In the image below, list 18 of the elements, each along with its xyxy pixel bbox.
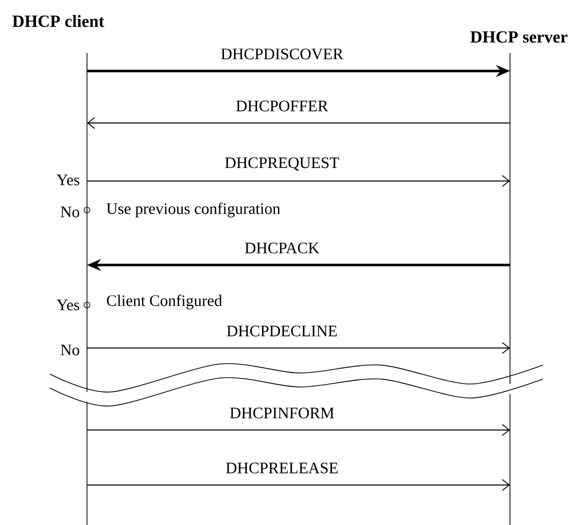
- message-label: DHCPDISCOVER: [221, 48, 344, 60]
- message-label: DHCPRELEASE: [226, 462, 338, 474]
- message-label: DHCPACK: [244, 242, 320, 254]
- message-arrow: [86, 175, 510, 187]
- branch-label: Yes: [56, 300, 80, 310]
- message-label: DHCPREQUEST: [225, 157, 340, 171]
- message-arrow: [86, 342, 510, 354]
- participant-label: DHCP client: [12, 15, 104, 27]
- branch-label: No: [60, 206, 80, 218]
- participant-label: DHCP server: [470, 31, 568, 43]
- branch-label: Yes: [56, 174, 80, 186]
- message-arrow: [87, 117, 510, 129]
- message-label: DHCPOFFER: [236, 100, 328, 112]
- message-arrow: [86, 479, 510, 491]
- message-arrow: [86, 424, 510, 436]
- message-label: DHCPDECLINE: [226, 326, 337, 336]
- branch-label: No: [60, 344, 80, 356]
- message-label: DHCPINFORM: [230, 408, 334, 418]
